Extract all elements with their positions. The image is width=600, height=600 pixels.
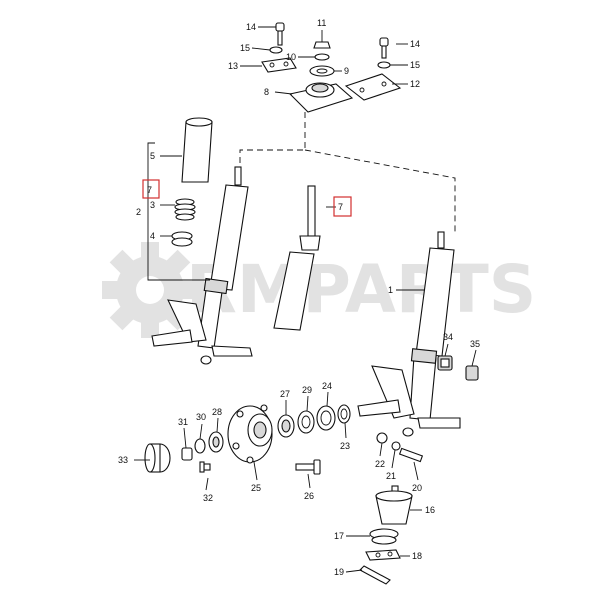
washer-10 bbox=[314, 53, 330, 61]
connection-lines bbox=[239, 112, 456, 232]
label-14-right: 14 bbox=[410, 39, 420, 49]
label-22: 22 bbox=[375, 459, 385, 469]
label-31: 31 bbox=[178, 417, 188, 427]
label-3: 3 bbox=[150, 200, 155, 210]
label-8: 8 bbox=[264, 87, 269, 97]
label-29: 29 bbox=[302, 385, 312, 395]
grease-cap-33 bbox=[144, 443, 171, 473]
label-17: 17 bbox=[334, 531, 344, 541]
bushing-4 bbox=[171, 231, 193, 247]
bearing-28 bbox=[208, 431, 224, 453]
shock-insert-7 bbox=[273, 185, 321, 331]
label-7-left: 7 bbox=[147, 185, 152, 195]
label-32: 32 bbox=[203, 493, 213, 503]
label-24: 24 bbox=[322, 381, 332, 391]
bushing-9 bbox=[309, 65, 335, 77]
label-14-left: 14 bbox=[246, 22, 256, 32]
clamp-nut-31 bbox=[181, 447, 193, 461]
label-5: 5 bbox=[150, 151, 155, 161]
hub-assembly bbox=[144, 404, 351, 475]
label-20: 20 bbox=[412, 483, 422, 493]
washer-15-left bbox=[269, 46, 283, 54]
label-13: 13 bbox=[228, 61, 238, 71]
label-2: 2 bbox=[136, 207, 141, 217]
washer-30 bbox=[194, 438, 206, 454]
plate-13 bbox=[261, 57, 297, 73]
label-1: 1 bbox=[388, 285, 393, 295]
bolt-20 bbox=[398, 447, 424, 463]
label-27: 27 bbox=[280, 389, 290, 399]
cotter-pin-19 bbox=[359, 565, 391, 585]
plate-12 bbox=[344, 73, 402, 101]
label-4: 4 bbox=[150, 231, 155, 241]
washer-21 bbox=[391, 441, 401, 451]
top-mount-assembly bbox=[261, 22, 402, 113]
watermark-text: RMPARTS bbox=[186, 251, 536, 328]
dust-boot-5 bbox=[181, 121, 213, 183]
label-16: 16 bbox=[425, 505, 435, 515]
seal-24 bbox=[316, 405, 336, 431]
nut-11 bbox=[313, 41, 331, 49]
label-9: 9 bbox=[344, 66, 349, 76]
highlight-box-7-right bbox=[333, 196, 352, 217]
label-33: 33 bbox=[118, 455, 128, 465]
washer-15-right bbox=[377, 61, 391, 69]
race-29 bbox=[297, 410, 315, 434]
ball-joint-16 bbox=[375, 485, 413, 525]
bolt-26 bbox=[295, 459, 321, 475]
label-23: 23 bbox=[340, 441, 350, 451]
bolt-14-left bbox=[275, 22, 285, 32]
part-labels: 14 15 13 11 10 9 8 14 15 12 5 7 3 2 4 7 … bbox=[118, 18, 480, 577]
label-25: 25 bbox=[251, 483, 261, 493]
label-28: 28 bbox=[212, 407, 222, 417]
left-strut bbox=[151, 166, 253, 365]
right-strut bbox=[357, 231, 461, 437]
label-15-left: 15 bbox=[240, 43, 250, 53]
clip-18 bbox=[365, 549, 401, 561]
wheel-hub-25 bbox=[227, 404, 273, 464]
bolt-14-right bbox=[379, 37, 389, 47]
boot-17 bbox=[369, 528, 399, 545]
label-7-right: 7 bbox=[338, 202, 343, 212]
left-strut-assembly bbox=[147, 117, 253, 365]
watermark: RMPARTS bbox=[102, 242, 536, 338]
clip-34 bbox=[437, 355, 453, 371]
ball-joint-assembly bbox=[359, 432, 424, 585]
bearing-27 bbox=[277, 414, 295, 438]
label-34: 34 bbox=[443, 332, 453, 342]
label-11: 11 bbox=[317, 18, 326, 28]
screw-32 bbox=[199, 461, 211, 473]
bump-stop-3 bbox=[174, 198, 196, 221]
ring-23 bbox=[337, 404, 351, 424]
label-12: 12 bbox=[410, 79, 420, 89]
label-35: 35 bbox=[470, 339, 480, 349]
label-26: 26 bbox=[304, 491, 314, 501]
highlight-box-7-left bbox=[142, 179, 160, 199]
label-21: 21 bbox=[386, 471, 396, 481]
label-18: 18 bbox=[412, 551, 422, 561]
clip-35 bbox=[465, 365, 479, 381]
label-30: 30 bbox=[196, 412, 206, 422]
label-10: 10 bbox=[286, 52, 296, 62]
label-15-right: 15 bbox=[410, 60, 420, 70]
nut-22 bbox=[376, 432, 388, 444]
label-19: 19 bbox=[334, 567, 344, 577]
